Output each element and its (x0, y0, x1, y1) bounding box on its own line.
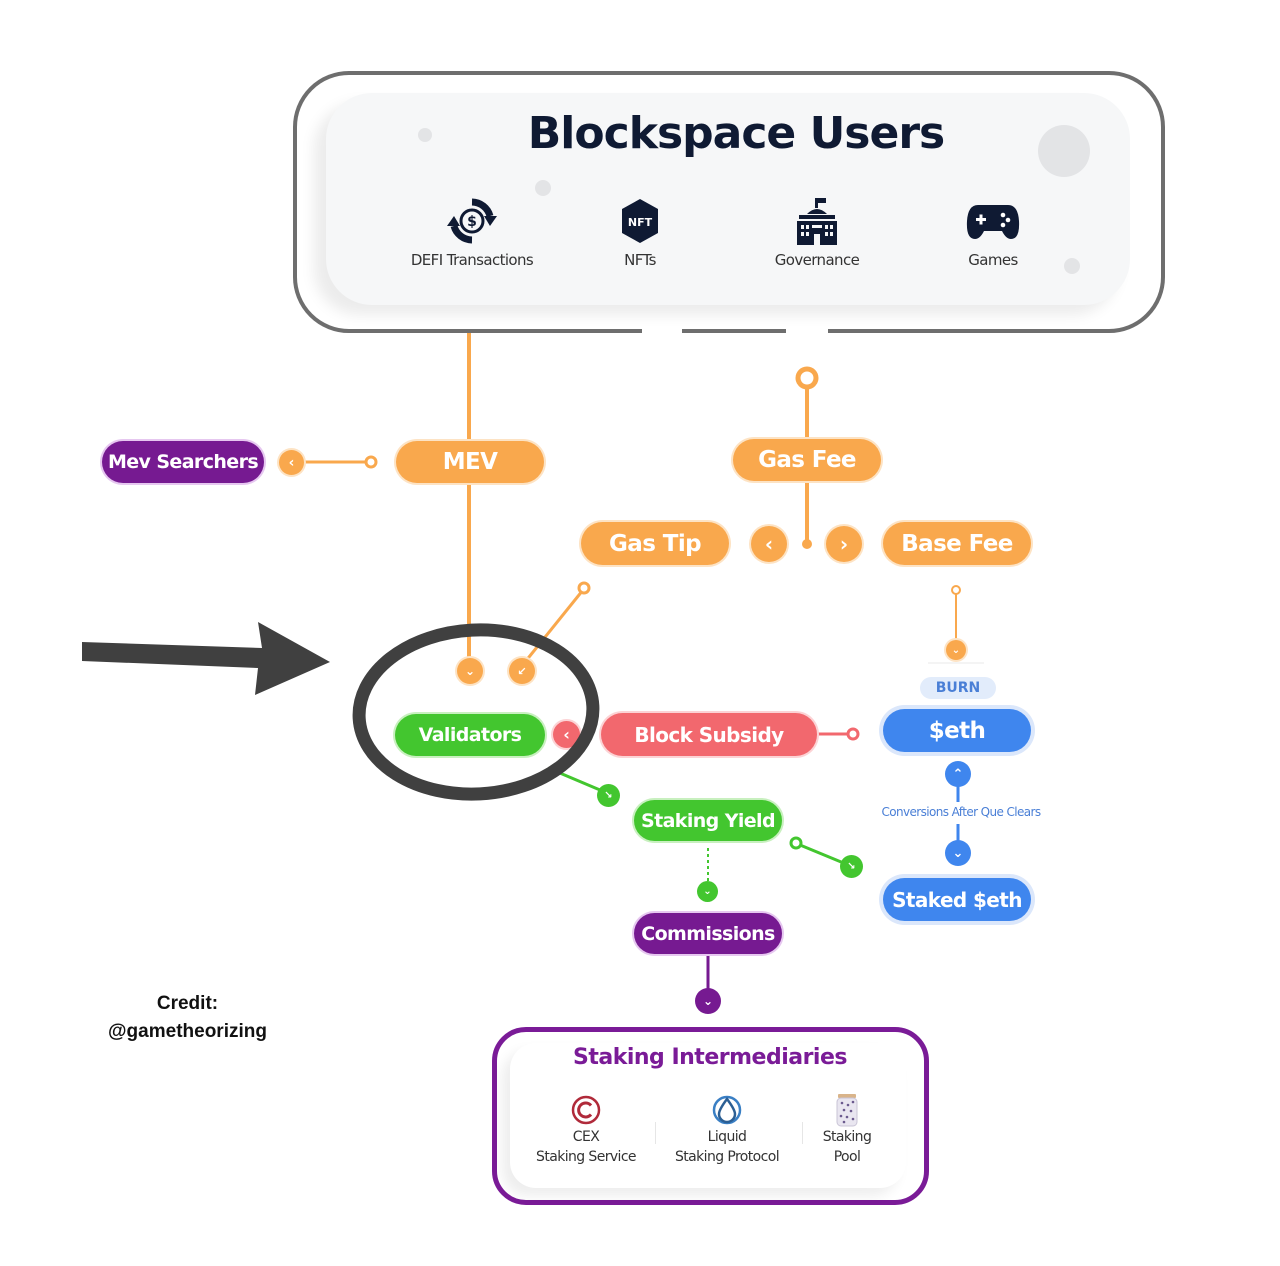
node-staking-yield[interactable]: Staking Yield (634, 800, 782, 841)
chevron-down-icon: ⌄ (695, 988, 721, 1014)
svg-text:NFT: NFT (628, 216, 653, 229)
split-dot (802, 539, 812, 549)
user-item-nfts: NFT NFTs (555, 195, 725, 269)
conversion-note: Conversions After Que Clears (881, 805, 1041, 819)
chevron-down-icon: ⌄ (945, 840, 971, 866)
chevron-down-icon: ⌄ (946, 640, 966, 660)
svg-text:$: $ (467, 214, 477, 230)
intermediary-label: Pool (833, 1149, 861, 1165)
node-eth[interactable]: $eth (883, 709, 1031, 752)
government-building-icon (732, 195, 902, 247)
chevron-down-icon: ⌄ (457, 658, 483, 684)
blockspace-users-panel (326, 93, 1130, 305)
connector-gastip-validators (523, 589, 585, 663)
node-staked-eth[interactable]: Staked $eth (883, 878, 1031, 921)
credit-handle: @gametheorizing (108, 1021, 267, 1042)
user-item-defi: $ DEFI Transactions (387, 195, 557, 269)
decorative-dot (535, 180, 551, 196)
frame-gap (786, 327, 828, 335)
user-item-label: Governance (774, 251, 860, 269)
user-item-label: DEFI Transactions (410, 251, 534, 269)
connector-end-node (577, 581, 591, 595)
burn-tag: BURN (920, 677, 996, 699)
jar-icon (808, 1093, 886, 1127)
node-base-fee[interactable]: Base Fee (883, 522, 1031, 565)
chevron-left-icon: ‹ (279, 450, 304, 475)
divider (802, 1122, 803, 1144)
intermediary-label: Staking (822, 1129, 872, 1145)
annotation-highlight-ellipse (352, 623, 600, 801)
decorative-dot (1038, 125, 1090, 177)
decorative-dot (418, 128, 432, 142)
intermediary-label: Staking Service (536, 1149, 637, 1165)
chevron-down-right-icon: ↘ (840, 855, 863, 878)
connector-end-node (846, 727, 860, 741)
nft-badge-icon: NFT (555, 195, 725, 247)
chevron-left-icon: ‹ (751, 526, 787, 562)
chevron-down-icon: ⌄ (697, 881, 718, 902)
liquid-drop-icon (664, 1093, 790, 1127)
intermediary-label: Liquid (707, 1129, 747, 1145)
connector-start-node (795, 366, 819, 390)
annotation-arrow (82, 622, 330, 695)
intermediary-pool: Staking Pool (808, 1093, 886, 1167)
intermediary-label: CEX (572, 1129, 600, 1145)
user-item-label: NFTs (624, 251, 656, 269)
dollar-exchange-icon: $ (387, 195, 557, 247)
node-commissions[interactable]: Commissions (634, 913, 782, 954)
node-gas-fee[interactable]: Gas Fee (733, 439, 881, 481)
intermediary-label: Staking Protocol (675, 1149, 780, 1165)
node-mev[interactable]: MEV (396, 441, 544, 483)
connector-end-node (789, 836, 803, 850)
intermediary-cex: CEX Staking Service (524, 1093, 648, 1167)
copyright-c-icon (524, 1093, 648, 1127)
chevron-right-icon: › (826, 526, 862, 562)
divider (655, 1122, 656, 1144)
blockspace-users-title: Blockspace Users (527, 108, 945, 159)
node-gas-tip[interactable]: Gas Tip (581, 522, 729, 565)
gamepad-icon (908, 195, 1078, 247)
frame-gap (642, 327, 682, 335)
staking-intermediaries-title: Staking Intermediaries (573, 1045, 847, 1070)
user-item-governance: Governance (732, 195, 902, 269)
chevron-down-right-icon: ↘ (597, 784, 620, 807)
user-item-label: Games (968, 251, 1018, 269)
node-mev-searchers[interactable]: Mev Searchers (102, 441, 264, 483)
chevron-up-icon: ⌃ (945, 761, 971, 787)
credit-label: Credit: (156, 993, 219, 1014)
connector-yield-staked (799, 843, 847, 866)
connector-end-node (364, 455, 378, 469)
node-block-subsidy[interactable]: Block Subsidy (601, 713, 817, 756)
decorative-dot (1064, 258, 1080, 274)
intermediary-liquid: Liquid Staking Protocol (664, 1093, 790, 1167)
credit-text: Credit: @gametheorizing (100, 990, 275, 1046)
user-item-games: Games (908, 195, 1078, 269)
chevron-down-left-icon: ↙ (509, 658, 535, 684)
node-validators[interactable]: Validators (395, 714, 545, 756)
